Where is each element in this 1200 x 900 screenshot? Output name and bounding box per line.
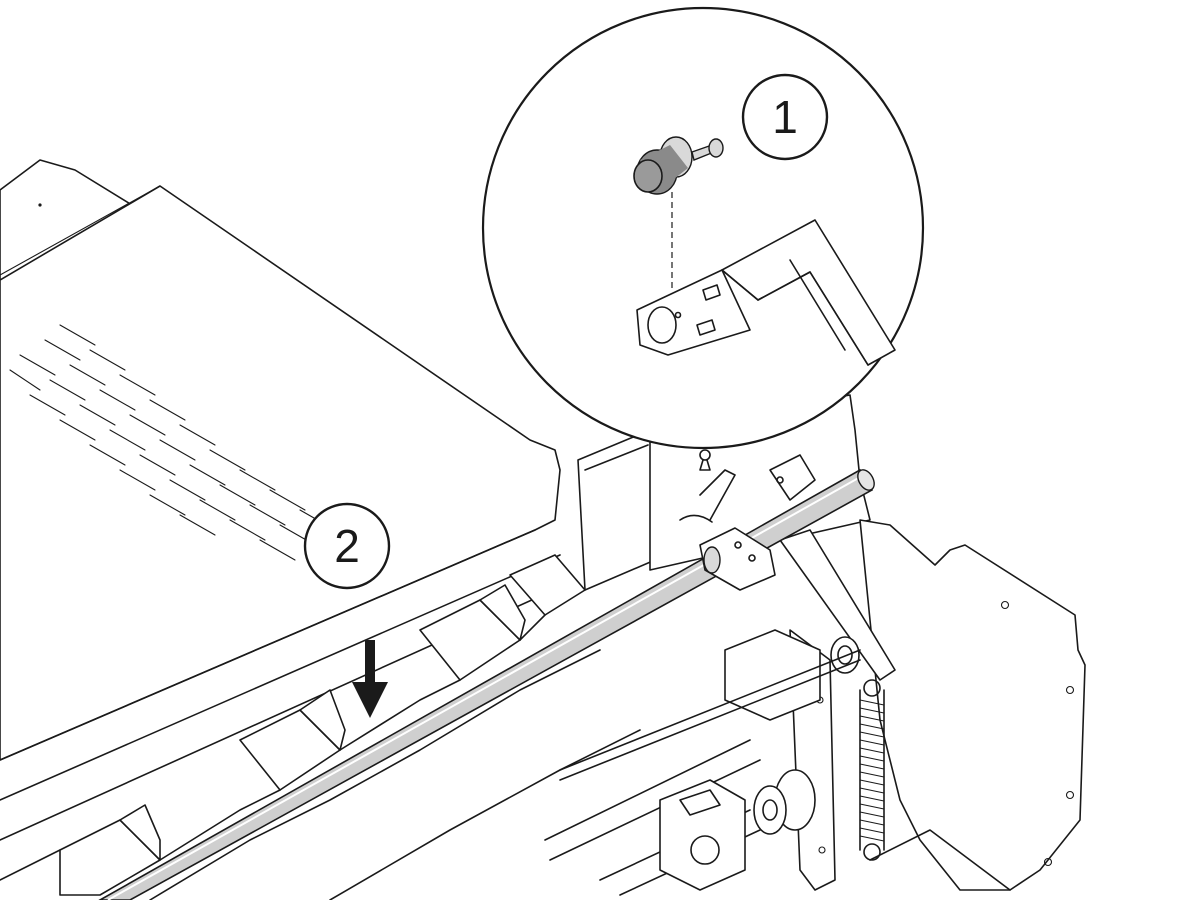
- callout-2: 2: [303, 502, 391, 590]
- svg-text:1: 1: [772, 91, 798, 143]
- bushing-icon: [633, 136, 693, 195]
- side-plate: [859, 519, 1086, 891]
- feed-tray: [0, 159, 566, 841]
- magnifier-detail-circle: [481, 6, 925, 450]
- callout-1: 1: [741, 73, 829, 161]
- pin-icon: [691, 138, 724, 161]
- svg-text:2: 2: [334, 520, 360, 572]
- lever-arm: [544, 529, 896, 896]
- feed-guides: [0, 554, 641, 900]
- shaft-bracket: [699, 527, 776, 591]
- down-arrow-icon: [352, 640, 388, 718]
